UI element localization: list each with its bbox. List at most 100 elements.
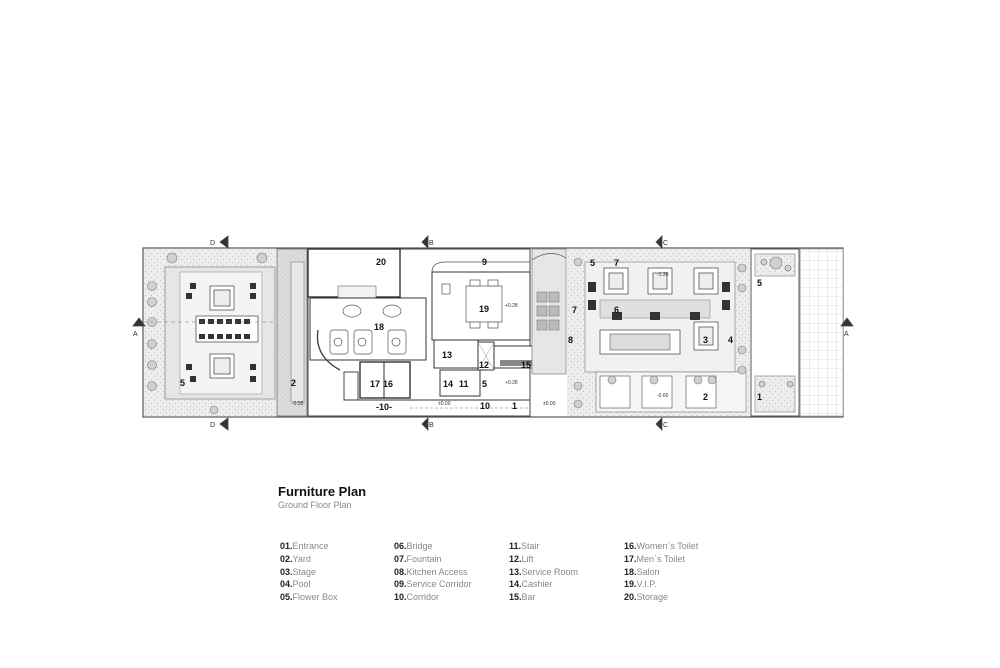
legend-label: Pool	[292, 579, 311, 590]
section-label-a-east: A	[844, 331, 849, 338]
section-label-b-bottom: B	[429, 422, 434, 429]
legend-item: 07.Fountain	[394, 553, 472, 566]
section-label-a-west: A	[133, 331, 138, 338]
legend-label: Yard	[292, 553, 311, 564]
seats-east	[588, 282, 730, 320]
legend-label: Salon	[636, 566, 660, 577]
section-label-c-bottom: C	[663, 422, 668, 429]
room-label: 15	[521, 360, 531, 370]
room-label: 11	[459, 379, 469, 389]
shrubs-east	[573, 257, 747, 409]
yard-west-planter	[290, 261, 305, 403]
legend-item: 20.Storage	[624, 591, 698, 604]
room-label: 4	[728, 335, 733, 345]
legend-number: 02.	[280, 553, 293, 564]
legend-label: Bridge	[406, 541, 433, 551]
legend-number: 03.	[280, 566, 293, 577]
lift-cross	[477, 341, 495, 371]
level-mark: -0.60	[657, 393, 669, 399]
legend-item: 01.Entrance	[280, 540, 338, 553]
entry-vestibule	[343, 371, 359, 401]
legend-item: 12.Lift	[509, 553, 578, 566]
legend-number: 07.	[394, 553, 407, 564]
legend-item: 16.Women`s Toilet	[624, 540, 698, 553]
room-label: 5	[180, 378, 185, 388]
room-label: 2	[291, 378, 296, 388]
section-label-d-bottom: D	[210, 422, 215, 429]
chairs-west	[186, 283, 256, 382]
booths-east	[603, 267, 719, 351]
room-label: 18	[374, 322, 384, 332]
room-label: 7	[572, 305, 577, 315]
legend-label: Corridor	[406, 592, 440, 603]
legend-label: Stair	[521, 541, 540, 551]
legend-item: 03.Stage	[280, 566, 338, 579]
bar-island	[500, 360, 540, 366]
room-label: 7	[614, 258, 619, 268]
level-mark: ±0.00	[543, 401, 556, 407]
room-label: 2	[703, 392, 708, 402]
room-label: 3	[703, 335, 708, 345]
legend-item: 14.Cashier	[509, 578, 578, 591]
room-label: 10	[480, 401, 490, 411]
room-label: 1	[757, 392, 762, 402]
fountain-basins	[536, 291, 560, 331]
room-label: 16	[383, 379, 393, 389]
level-mark: ±0.00	[438, 401, 451, 407]
legend-column-4: 16.Women`s Toilet 17.Men`s Toilet 18.Sal…	[624, 540, 698, 604]
legend-column-3: 11.Stair 12.Lift 13.Service Room 14.Cash…	[509, 540, 578, 604]
legend-item: 13.Service Room	[509, 566, 578, 579]
legend-label: Storage	[636, 592, 669, 603]
legend-label: Stage	[292, 566, 317, 577]
level-mark: +0.28	[505, 380, 518, 386]
drawing-subtitle: Ground Floor Plan	[278, 500, 352, 510]
legend-column-1: 01.Entrance 02.Yard 03.Stage 04.Pool 05.…	[280, 540, 338, 604]
legend-column-2: 06.Bridge 07.Fountain 08.Kitchen Access …	[394, 540, 472, 604]
legend-label: Kitchen Access	[406, 566, 468, 577]
room-label: 13	[442, 350, 452, 360]
legend-number: 14.	[509, 579, 522, 590]
legend-item: 17.Men`s Toilet	[624, 553, 698, 566]
room-label: 20	[376, 257, 386, 267]
legend-number: 05.	[280, 592, 293, 603]
legend-item: 09.Service Corridor	[394, 578, 472, 591]
legend-number: 16.	[624, 541, 637, 551]
toilets-block	[359, 361, 411, 399]
legend-item: 10.Corridor	[394, 591, 472, 604]
salon-furniture	[329, 304, 407, 355]
room-label: 8	[568, 335, 573, 345]
legend-number: 15.	[509, 592, 522, 603]
legend-label: Women`s Toilet	[636, 541, 699, 551]
legend-number: 06.	[394, 541, 407, 551]
legend-item: 15.Bar	[509, 591, 578, 604]
legend-label: Service Corridor	[406, 579, 472, 590]
kitchen-access-curve	[531, 253, 567, 261]
legend-item: 11.Stair	[509, 540, 578, 553]
legend-number: 08.	[394, 566, 407, 577]
legend-label: Bar	[521, 592, 536, 603]
pool-table	[609, 333, 671, 351]
room-label: 5	[482, 379, 487, 389]
legend-number: 18.	[624, 566, 637, 577]
room-label: 12	[479, 360, 489, 370]
salon-curve-wall	[316, 329, 341, 371]
legend-number: 12.	[509, 553, 522, 564]
section-label-c-top: C	[663, 240, 668, 247]
room-label: 1	[512, 401, 517, 411]
legend-label: Entrance	[292, 541, 329, 551]
level-mark: -1.20	[657, 272, 669, 278]
service-room	[433, 339, 479, 369]
legend-label: Flower Box	[292, 592, 338, 603]
legend-item: 06.Bridge	[394, 540, 472, 553]
service-corridor-curve	[431, 261, 530, 273]
stair-block	[337, 285, 377, 299]
cashier-booth	[439, 369, 481, 397]
legend-number: 10.	[394, 592, 407, 603]
legend-number: 11.	[509, 541, 522, 551]
legend-label: Cashier	[521, 579, 553, 590]
room-label: 9	[482, 257, 487, 267]
room-label: -10-	[376, 402, 392, 412]
legend-item: 08.Kitchen Access	[394, 566, 472, 579]
drawing-title: Furniture Plan	[278, 484, 367, 499]
